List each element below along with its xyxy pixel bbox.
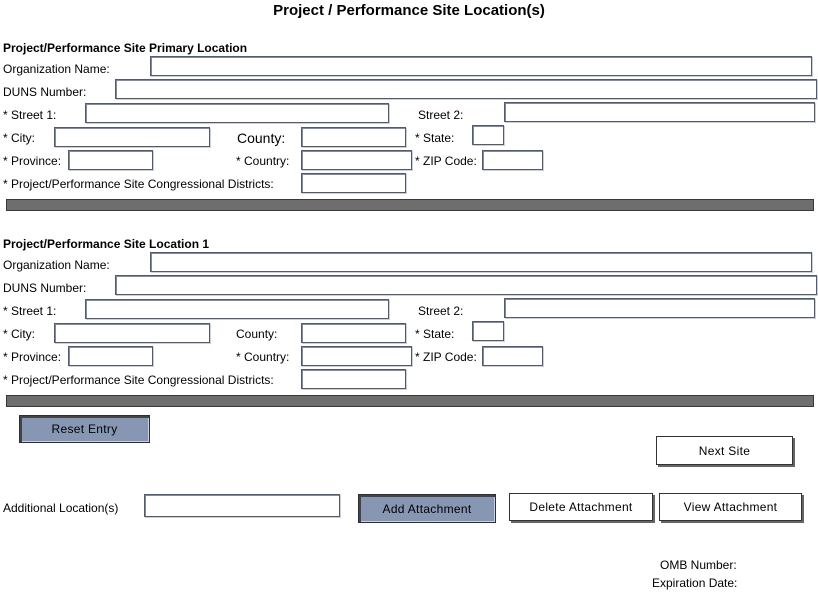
duns-input[interactable] (115, 79, 817, 99)
street2-input[interactable] (504, 102, 815, 122)
org-name-input[interactable] (150, 56, 812, 76)
zip-label: * ZIP Code: (415, 154, 477, 168)
street2-label: Street 2: (418, 304, 464, 318)
county-input[interactable] (301, 127, 406, 147)
zip-input[interactable] (482, 346, 543, 366)
reset-entry-button[interactable]: Reset Entry (19, 415, 150, 443)
duns-label: DUNS Number: (3, 281, 87, 295)
page-title: Project / Performance Site Location(s) (273, 2, 545, 19)
expiration-date-label: Expiration Date: (652, 576, 738, 590)
zip-input[interactable] (482, 150, 543, 170)
province-input[interactable] (68, 150, 153, 170)
state-input[interactable] (472, 321, 504, 341)
country-input[interactable] (301, 346, 412, 366)
county-label: County: (237, 130, 286, 146)
state-label: * State: (415, 327, 455, 341)
org-name-label: Organization Name: (3, 258, 110, 272)
country-input[interactable] (301, 150, 412, 170)
city-label: * City: (3, 327, 36, 341)
districts-input[interactable] (301, 369, 406, 389)
location-1-heading: Project/Performance Site Location 1 (3, 237, 210, 251)
county-input[interactable] (301, 323, 406, 343)
city-label: * City: (3, 131, 36, 145)
province-label: * Province: (3, 154, 62, 168)
province-label: * Province: (3, 350, 62, 364)
districts-label: * Project/Performance Site Congressional… (3, 177, 274, 191)
city-input[interactable] (54, 127, 210, 147)
org-name-input[interactable] (150, 252, 812, 272)
country-label: * Country: (236, 154, 290, 168)
state-input[interactable] (472, 125, 504, 145)
street1-label: * Street 1: (3, 108, 57, 122)
state-label: * State: (415, 131, 455, 145)
duns-label: DUNS Number: (3, 85, 87, 99)
street2-input[interactable] (504, 298, 815, 318)
add-attachment-button[interactable]: Add Attachment (358, 494, 496, 523)
org-name-label: Organization Name: (3, 62, 110, 76)
primary-location-heading: Project/Performance Site Primary Locatio… (3, 41, 248, 55)
section-divider (6, 395, 814, 407)
additional-locations-label: Additional Location(s) (3, 501, 119, 515)
view-attachment-button[interactable]: View Attachment (659, 493, 802, 521)
duns-input[interactable] (115, 275, 817, 295)
delete-attachment-button[interactable]: Delete Attachment (509, 493, 653, 521)
section-divider (6, 199, 814, 211)
zip-label: * ZIP Code: (415, 350, 477, 364)
country-label: * Country: (236, 350, 290, 364)
districts-label: * Project/Performance Site Congressional… (3, 373, 274, 387)
province-input[interactable] (68, 346, 153, 366)
city-input[interactable] (54, 323, 210, 343)
omb-number-label: OMB Number: (660, 558, 737, 572)
street2-label: Street 2: (418, 108, 464, 122)
county-label: County: (236, 327, 278, 341)
districts-input[interactable] (301, 173, 406, 193)
street1-input[interactable] (85, 299, 389, 319)
next-site-button[interactable]: Next Site (656, 436, 793, 465)
additional-locations-input[interactable] (144, 494, 340, 517)
street1-input[interactable] (85, 103, 389, 123)
street1-label: * Street 1: (3, 304, 57, 318)
